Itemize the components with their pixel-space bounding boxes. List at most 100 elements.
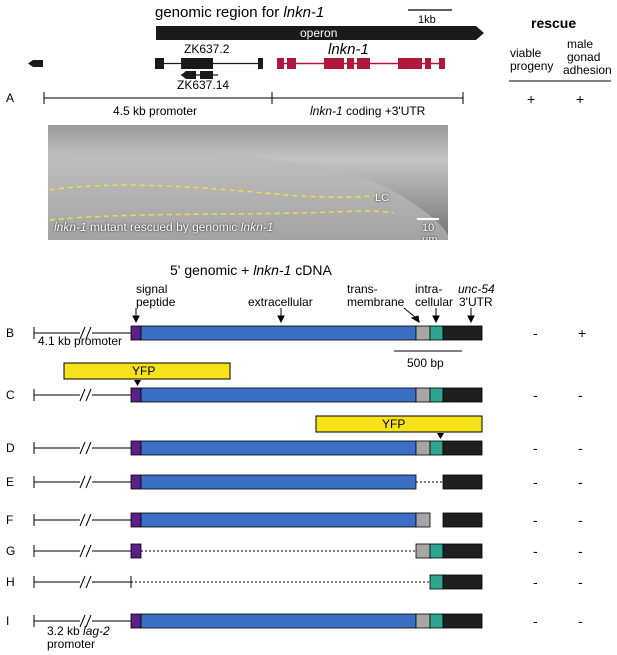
left-gene-exon	[33, 60, 43, 67]
promoter-break-mark	[85, 441, 92, 455]
lnkn-1-exon	[347, 58, 354, 69]
gene-label-lnkn-1: lnkn-1	[328, 41, 369, 58]
promoter-label-i-line1: 3.2 kb lag-2	[47, 624, 110, 638]
label-intracellular-2: cellular	[415, 295, 453, 309]
viable-progeny-result: -	[533, 387, 538, 403]
intracellular-domain	[429, 440, 444, 456]
operon-arrowhead	[476, 26, 484, 40]
extracellular-domain	[140, 387, 417, 403]
yfp-box-c	[63, 362, 231, 380]
micrograph-caption: lnkn-1 mutant rescued by genomic lnkn-1	[54, 220, 274, 234]
gene-label-zk637-2: ZK637.2	[184, 42, 230, 56]
promoter-label-b: 4.1 kb promoter	[38, 334, 122, 348]
gonad-adhesion-result: -	[578, 512, 583, 528]
transmembrane-domain	[415, 440, 431, 456]
construct-label-e: E	[6, 475, 14, 489]
construct-label-f: F	[6, 513, 13, 527]
viable-progeny-result: -	[533, 574, 538, 590]
yfp-box-d	[315, 415, 483, 433]
construct-label-h: H	[6, 575, 15, 589]
label-utr: 3'UTR	[459, 295, 493, 309]
lnkn-1-exon	[398, 58, 422, 69]
promoter-label-i-line2: promoter	[47, 637, 95, 651]
cdna-section-title: 5' genomic + lnkn-1 cDNA	[170, 262, 332, 278]
zk637-2-exon	[258, 58, 263, 69]
viable-progeny-result: -	[533, 512, 538, 528]
genomic-region-title: genomic region for lnkn-1	[155, 4, 324, 21]
signal-peptide-domain	[130, 440, 142, 456]
gonad-adhesion-result: -	[578, 440, 583, 456]
construct-label-d: D	[6, 441, 15, 455]
utr-domain	[442, 613, 483, 629]
micrograph-scale-bar	[417, 218, 439, 220]
intracellular-domain	[429, 387, 444, 403]
viable-progeny-result: -	[533, 440, 538, 456]
rescue-col2-line2: gonad	[567, 50, 600, 64]
signal-peptide-domain	[130, 543, 142, 559]
rescue-title: rescue	[531, 15, 576, 31]
transmembrane-domain	[415, 512, 431, 528]
gonad-adhesion-result: -	[578, 474, 583, 490]
promoter-break-mark	[85, 544, 92, 558]
promoter-break-mark	[79, 326, 86, 340]
label-signal-peptide-1: signal	[136, 282, 167, 296]
utr-domain	[442, 574, 483, 590]
rescue-col1-line2: progeny	[510, 59, 553, 73]
yfp-label-d: YFP	[382, 417, 405, 431]
construct-rows: B-+C--D--E--F--G--H--I--	[6, 325, 586, 629]
gonad-adhesion-result: -	[578, 543, 583, 559]
utr-domain	[442, 440, 483, 456]
construct-label-a: A	[6, 91, 14, 105]
label-transmembrane-2: membrane	[347, 295, 405, 309]
label-transmembrane-1: trans-	[347, 282, 378, 296]
construct-label-i: I	[6, 614, 9, 628]
lnkn-1-exon	[324, 58, 344, 69]
transmembrane-domain	[415, 543, 431, 559]
lnkn-1-exon	[287, 58, 296, 69]
utr-domain	[442, 512, 483, 528]
promoter-break-mark	[79, 575, 86, 589]
yfp-insertion-arrow-c	[134, 380, 141, 386]
extracellular-domain	[140, 512, 417, 528]
gene-label-zk637-14: ZK637.14	[177, 78, 229, 92]
viable-progeny-result: -	[533, 543, 538, 559]
promoter-break-mark	[85, 475, 92, 489]
viable-progeny-result: -	[533, 325, 538, 341]
zk637-14-arrow	[181, 71, 186, 79]
rescue-col2-line1: male	[567, 37, 593, 51]
extracellular-domain	[140, 440, 417, 456]
intracellular-domain	[429, 325, 444, 341]
yfp-insertion-arrow-d	[437, 433, 444, 439]
zk637-14-exon	[186, 71, 196, 79]
construct-label-c: C	[6, 388, 15, 402]
scale-label-500bp: 500 bp	[407, 356, 444, 370]
utr-domain	[442, 543, 483, 559]
promoter-break-mark	[79, 614, 86, 628]
domain-pointer-arrows	[132, 307, 475, 324]
linker-cell-label: LC	[375, 192, 390, 204]
utr-domain	[442, 474, 483, 490]
rescue-col1-line1: viable	[510, 46, 542, 60]
promoter-break-mark	[85, 513, 92, 527]
rescue-col2-line3: adhesion	[563, 63, 612, 77]
micrograph-scale-label: 10 μm	[422, 222, 438, 240]
signal-peptide-domain	[130, 512, 142, 528]
gonad-adhesion-result: -	[578, 574, 583, 590]
viable-progeny-result: -	[533, 613, 538, 629]
lnkn-1-exon	[357, 58, 370, 69]
extracellular-domain	[140, 325, 417, 341]
scale-label-1kb: 1kb	[418, 14, 436, 26]
construct-label-g: G	[6, 544, 15, 558]
promoter-break-mark	[85, 575, 92, 589]
promoter-break-mark	[79, 388, 86, 402]
promoter-break-mark	[79, 441, 86, 455]
zk637-2-exon	[181, 58, 213, 69]
construct-label-b: B	[6, 326, 14, 340]
transmembrane-domain	[415, 387, 431, 403]
gonad-adhesion-result: -	[578, 613, 583, 629]
construct-a-adhesion: +	[576, 91, 584, 107]
intracellular-domain	[429, 574, 444, 590]
signal-peptide-domain	[130, 613, 142, 629]
promoter-break-mark	[79, 513, 86, 527]
